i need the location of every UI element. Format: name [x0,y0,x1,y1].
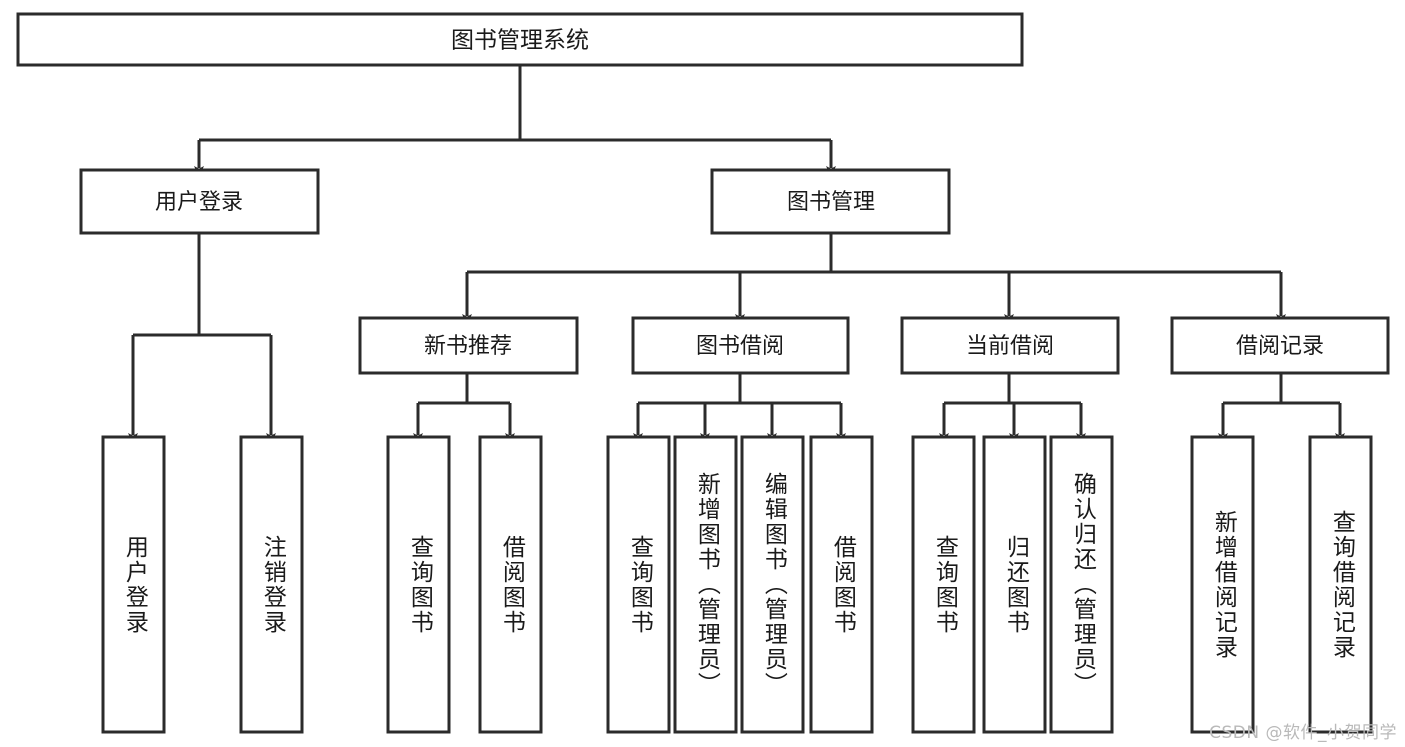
connector-root-to-level2 [194,65,836,177]
leaf-box-bookborrow-edit[interactable] [740,435,805,734]
node-root-label: 图书管理系统 [451,28,589,54]
node-root-system[interactable]: 图书管理系统 [16,12,1024,67]
leaf-box-currentborrow-confirm[interactable] [1049,435,1114,734]
leaf-box-newbook-borrow[interactable] [478,435,543,734]
leaf-box-borrowrecord-add[interactable] [1190,435,1255,734]
node-book-management[interactable]: 图书管理 [710,168,951,235]
connector-bookborrow-to-leaves [633,373,846,444]
connector-bookmgmt-to-level3 [462,233,1286,325]
leaf-box-bookborrow-query[interactable] [606,435,671,734]
leaf-box-currentborrow-query[interactable] [911,435,976,734]
watermark-text: CSDN @软件_小贺同学 [1209,723,1397,743]
node-book-borrow[interactable]: 图书借阅 [631,316,850,375]
node-current-borrow-label: 当前借阅 [966,334,1054,359]
node-book-management-label: 图书管理 [787,190,875,215]
connector-userlogin-to-leaves [128,233,276,444]
leaf-box-currentborrow-return[interactable] [982,435,1047,734]
leaf-box-user-login-logout[interactable] [239,435,304,734]
connector-borrowrecord-to-leaves [1218,373,1345,444]
connector-newbook-to-leaves [413,373,515,444]
node-new-book-recommend-label: 新书推荐 [424,334,512,359]
node-current-borrow[interactable]: 当前借阅 [900,316,1120,375]
leaf-box-borrowrecord-query[interactable] [1308,435,1373,734]
leaf-box-bookborrow-borrow[interactable] [809,435,874,734]
node-book-borrow-label: 图书借阅 [696,334,784,359]
node-user-login[interactable]: 用户登录 [79,168,320,235]
node-new-book-recommend[interactable]: 新书推荐 [358,316,579,375]
leaf-box-newbook-query[interactable] [386,435,451,734]
connector-currentborrow-to-leaves [939,373,1086,444]
leaf-box-user-login-login[interactable] [101,435,166,734]
node-user-login-label: 用户登录 [155,190,243,215]
node-borrow-record[interactable]: 借阅记录 [1170,316,1390,375]
node-borrow-record-label: 借阅记录 [1236,334,1324,359]
leaf-box-bookborrow-add[interactable] [673,435,738,734]
